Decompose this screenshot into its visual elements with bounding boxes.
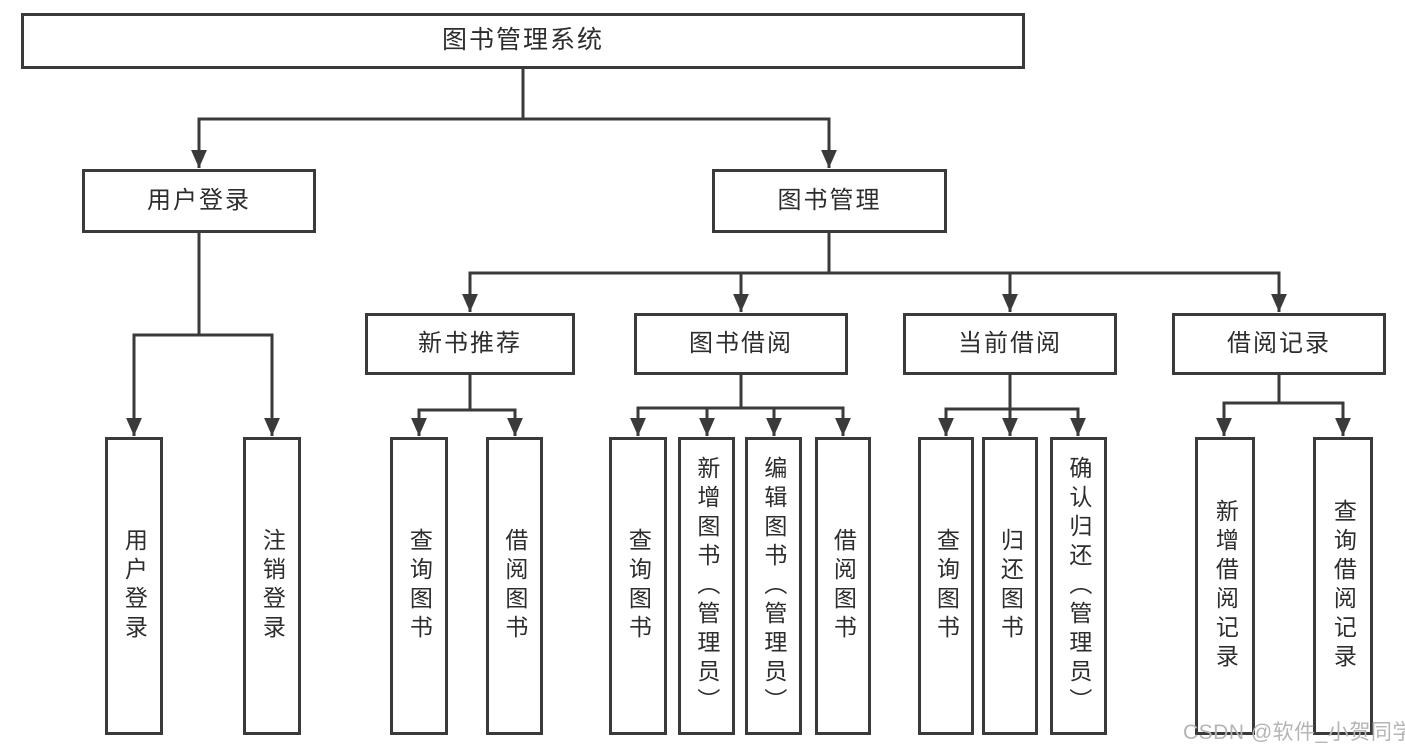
csdn-watermark: CSDN @软件_小贺同学 [1183, 721, 1405, 744]
user-login-branch [126, 233, 280, 436]
node-current-borrowing: 当前借阅 [903, 313, 1117, 375]
node-leaf-borrow-books: 借阅图书 [815, 437, 871, 735]
book-borrowing-branch [630, 375, 851, 436]
node-leaf-add-books-admin: 新增图书（管理员） [678, 437, 735, 735]
node-library-management-system: 图书管理系统 [21, 13, 1025, 69]
node-leaf-query-borrow-record: 查询借阅记录 [1313, 437, 1373, 735]
node-leaf-return-books: 归还图书 [982, 437, 1038, 735]
node-borrowing-records: 借阅记录 [1172, 313, 1386, 375]
node-leaf-add-borrow-record: 新增借阅记录 [1195, 437, 1255, 735]
node-book-borrowing: 图书借阅 [634, 313, 848, 375]
node-leaf-logout: 注销登录 [243, 437, 301, 735]
current-borrowing-branch [938, 375, 1086, 436]
book-management-branch [462, 233, 1287, 312]
node-leaf-query-books-current: 查询图书 [918, 437, 974, 735]
node-leaf-query-books-borrow: 查询图书 [609, 437, 667, 735]
node-book-management: 图书管理 [712, 169, 947, 233]
node-leaf-edit-books-admin: 编辑图书（管理员） [745, 437, 802, 735]
node-leaf-confirm-return-admin: 确认归还（管理员） [1050, 437, 1107, 735]
node-leaf-borrow-books-recommend: 借阅图书 [486, 437, 543, 735]
root-branch [191, 69, 837, 168]
borrowing-records-branch [1216, 375, 1351, 436]
node-leaf-user-login: 用户登录 [105, 437, 163, 735]
new-book-recommend-branch [411, 375, 523, 436]
node-new-book-recommend: 新书推荐 [365, 313, 575, 375]
node-user-login: 用户登录 [82, 169, 316, 233]
node-leaf-query-books-recommend: 查询图书 [390, 437, 448, 735]
